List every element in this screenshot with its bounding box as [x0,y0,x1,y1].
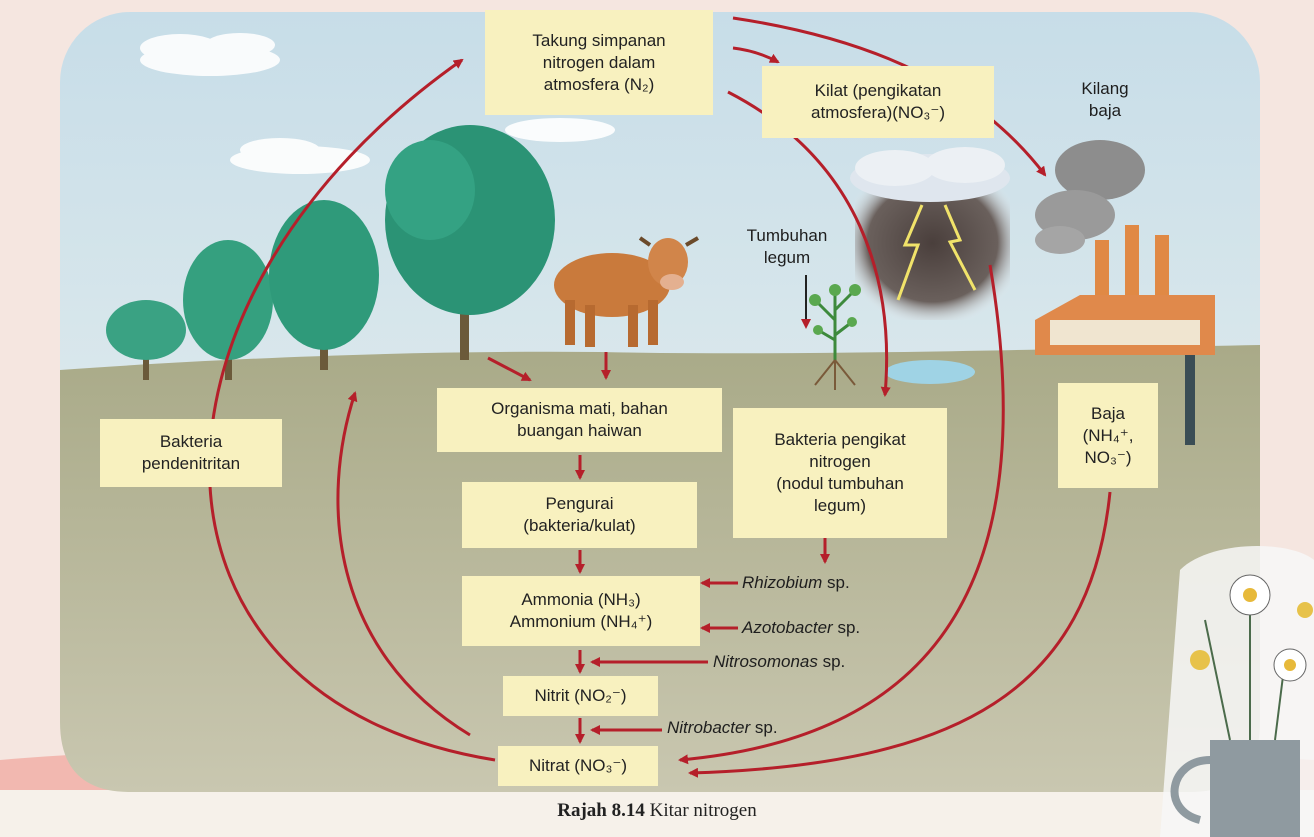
nitrobacter-label: Nitrobacter sp. [667,717,778,739]
atmosphere-line-1: Takung simpanan [532,30,665,52]
nitrate-line-1: Nitrat (NO₃⁻) [529,755,627,777]
denitrifying-bacteria-box: Bakteria pendenitritan [100,419,282,487]
ammonia-box: Ammonia (NH₃) Ammonium (NH₄⁺) [462,576,700,646]
factory-line-2: baja [1060,100,1150,122]
denitrifying-line-1: Bakteria [160,431,222,453]
ammonia-line-2: Ammonium (NH₄⁺) [510,611,652,633]
legume-line-2: legum [722,247,852,269]
fixing-line-1: Bakteria pengikat [774,429,905,451]
nitrite-line-1: Nitrit (NO₂⁻) [534,685,626,707]
nitrobacter-name: Nitrobacter [667,718,750,737]
atmosphere-reservoir-box: Takung simpanan nitrogen dalam atmosfera… [485,10,713,115]
denitrifying-line-2: pendenitritan [142,453,240,475]
atmosphere-line-2: nitrogen dalam [543,52,655,74]
lightning-line-1: Kilat (pengikatan [815,80,942,102]
atmosphere-line-3: atmosfera (N₂) [544,74,655,96]
legume-label: Tumbuhan legum [722,225,852,269]
legume-line-1: Tumbuhan [722,225,852,247]
fertilizer-line-1: Baja [1091,403,1125,425]
nitrosomonas-name: Nitrosomonas [713,652,818,671]
azotobacter-name: Azotobacter [742,618,833,637]
azotobacter-label: Azotobacter sp. [742,617,860,639]
decomposer-line-1: Pengurai [545,493,613,515]
rhizobium-label: Rhizobium sp. [742,572,850,594]
fixing-line-3: (nodul tumbuhan [776,473,904,495]
fertilizer-line-2: (NH₄⁺, [1083,425,1134,447]
decomposer-box: Pengurai (bakteria/kulat) [462,482,697,548]
fixing-line-2: nitrogen [809,451,870,473]
nitrite-box: Nitrit (NO₂⁻) [503,676,658,716]
dead-matter-box: Organisma mati, bahan buangan haiwan [437,388,722,452]
factory-line-1: Kilang [1060,78,1150,100]
nitrogen-fixing-bacteria-box: Bakteria pengikat nitrogen (nodul tumbuh… [733,408,947,538]
nitrate-box: Nitrat (NO₃⁻) [498,746,658,786]
caption-text: Kitar nitrogen [645,800,757,821]
lightning-line-2: atmosfera)(NO₃⁻) [811,102,945,124]
fixing-line-4: legum) [814,495,866,517]
factory-label: Kilang baja [1060,78,1150,122]
figure-caption: Rajah 8.14 Kitar nitrogen [0,800,1314,822]
rhizobium-sp: sp. [822,573,849,592]
nitrobacter-sp: sp. [750,718,777,737]
caption-number: Rajah 8.14 [557,800,645,821]
azotobacter-sp: sp. [833,618,860,637]
dead-matter-line-1: Organisma mati, bahan [491,398,668,420]
fertilizer-line-3: NO₃⁻) [1084,447,1131,469]
nitrosomonas-label: Nitrosomonas sp. [713,651,845,673]
lightning-fixation-box: Kilat (pengikatan atmosfera)(NO₃⁻) [762,66,994,138]
flower-vase-icon [1160,546,1314,837]
dead-matter-line-2: buangan haiwan [517,420,642,442]
nitrosomonas-sp: sp. [818,652,845,671]
ammonia-line-1: Ammonia (NH₃) [521,589,640,611]
fertilizer-box: Baja (NH₄⁺, NO₃⁻) [1058,383,1158,488]
rhizobium-name: Rhizobium [742,573,822,592]
decomposer-line-2: (bakteria/kulat) [523,515,635,537]
